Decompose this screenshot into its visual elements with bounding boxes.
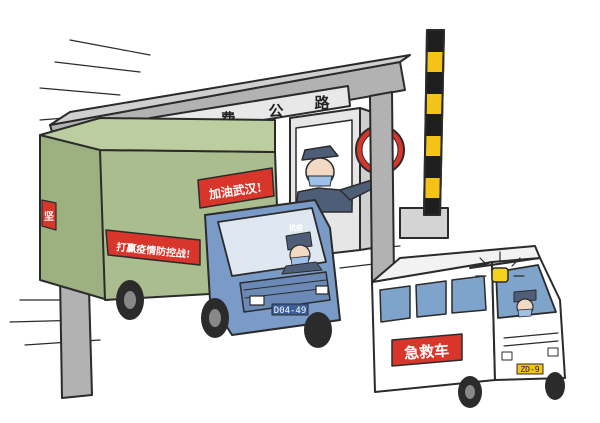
ambulance-label-panel: 急救车: [391, 333, 463, 367]
truck-plate: D04-49: [271, 303, 309, 316]
ambulance-plate: ZD-9: [516, 363, 544, 375]
truck-front-banner: 加油武汉!: [197, 167, 275, 209]
sign-char-4: 路: [314, 94, 330, 112]
ambulance-beacon-light: [475, 251, 525, 283]
ambulance-label: 急救车: [404, 341, 450, 362]
truck-side-edge-banner: 坚: [41, 199, 57, 231]
ambulance-plate-text: ZD-9: [520, 365, 539, 374]
cab-label: 抗疫: [289, 223, 303, 232]
side-edge-char: 坚: [44, 210, 54, 223]
truck-side-banner: 打赢疫情防控战!: [105, 229, 201, 266]
truck-plate-text: D04-49: [274, 306, 307, 316]
toll-barrier: [399, 29, 449, 239]
ambulance-driver: [513, 289, 537, 318]
cargo-truck: 加油武汉! 打赢疫情防控战! 坚 抗疫: [39, 117, 341, 348]
truck-driver: [281, 231, 323, 275]
ambulance: 急救车 ZD-9: [371, 245, 566, 408]
sign-char-3: 公: [268, 102, 283, 120]
